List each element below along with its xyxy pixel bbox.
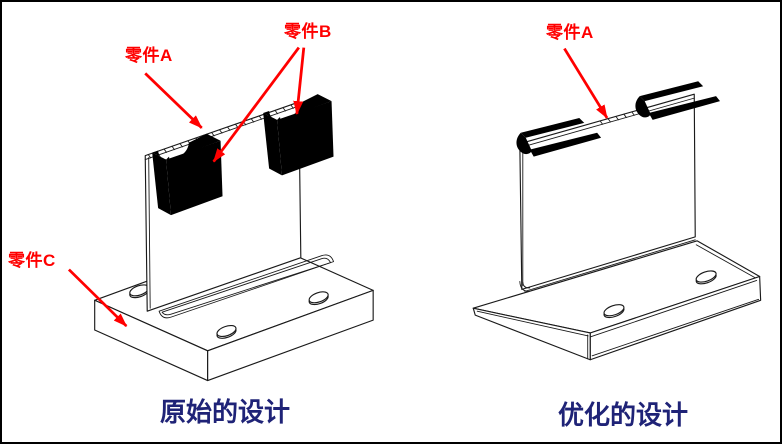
label-part-b: 零件B bbox=[284, 22, 332, 41]
caption-original-design: 原始的设计 bbox=[159, 398, 290, 427]
arrow-part-a-right bbox=[563, 47, 609, 119]
caption-optimized-design: 优化的设计 bbox=[557, 401, 688, 430]
label-part-c: 零件C bbox=[8, 251, 56, 270]
arrow-part-b-to-left-clamp bbox=[212, 46, 300, 163]
arrow-part-c bbox=[67, 268, 128, 328]
original-design-drawing bbox=[94, 94, 374, 382]
label-part-a-left: 零件A bbox=[125, 46, 173, 65]
label-part-a-right: 零件A bbox=[546, 23, 594, 42]
optimized-design-drawing bbox=[472, 81, 762, 361]
bent-flange-base bbox=[472, 240, 762, 361]
arrow-part-a-left bbox=[144, 72, 203, 129]
annotation-arrows bbox=[67, 46, 609, 328]
arrow-part-b-to-right-clamp bbox=[293, 47, 306, 115]
